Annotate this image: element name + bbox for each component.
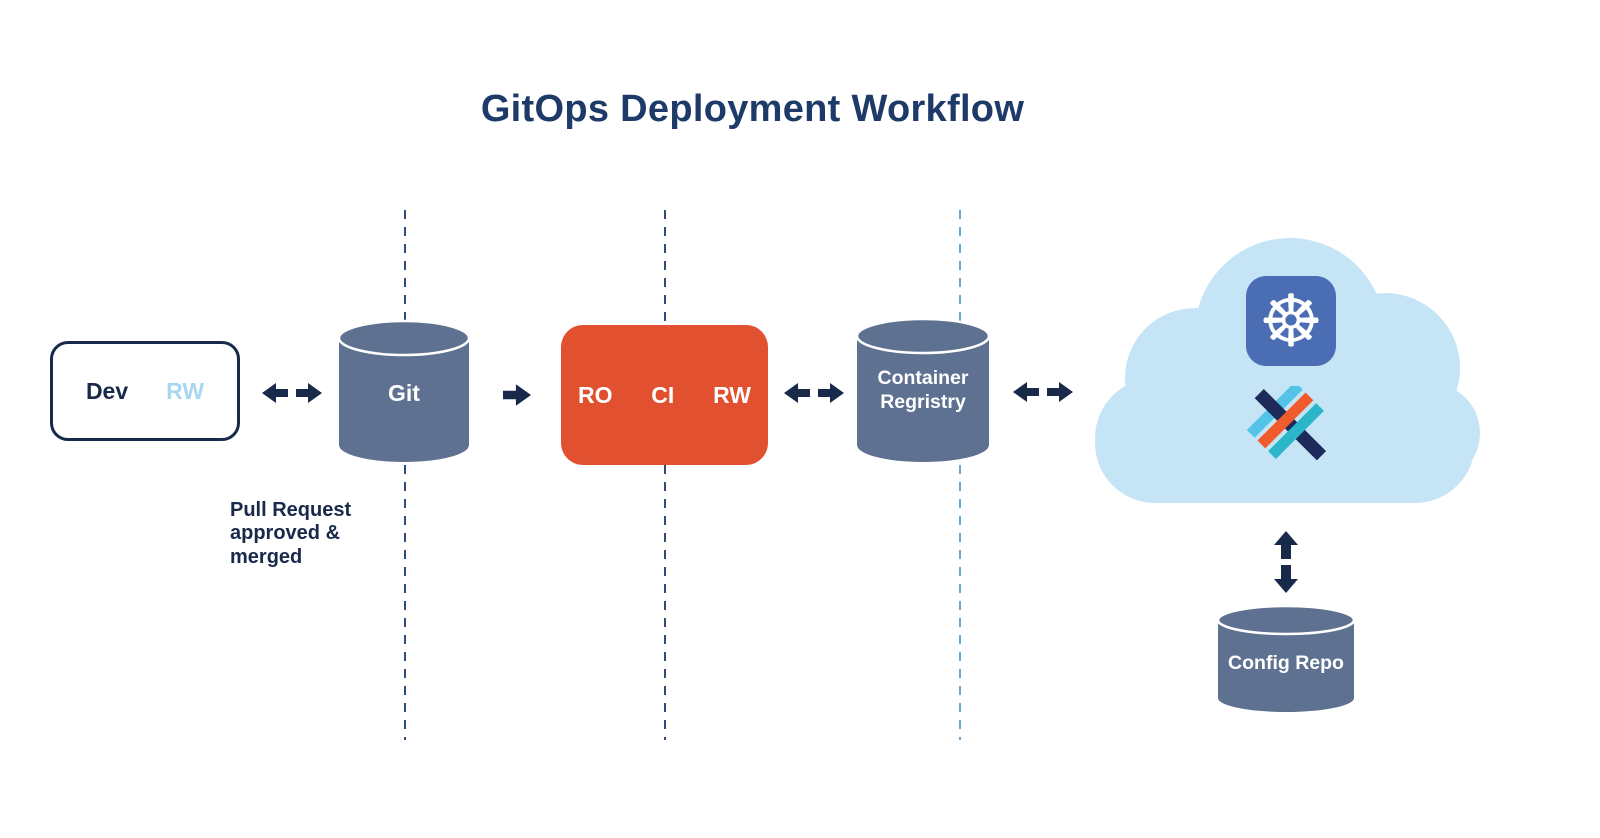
ci-node: RO CI RW xyxy=(561,325,768,465)
page-title: GitOps Deployment Workflow xyxy=(480,88,1025,130)
cluster-cloud xyxy=(1085,228,1485,513)
right-arrow-icon xyxy=(818,383,844,403)
container-registry-label: Container Regristry xyxy=(877,366,969,413)
config-repo-label: Config Repo xyxy=(1228,651,1344,674)
ci-label: CI xyxy=(651,381,675,408)
cylinder-graphic xyxy=(337,319,471,462)
dev-rw-label: RW xyxy=(166,377,205,404)
ci-rw-label: RW xyxy=(713,381,751,408)
left-arrow-icon xyxy=(262,383,288,403)
pull-request-note: Pull Request approved & merged xyxy=(230,499,352,568)
lane-divider-2 xyxy=(664,210,666,740)
down-arrow-icon xyxy=(1274,565,1298,593)
right-arrow-icon xyxy=(1047,382,1073,402)
bidir-arrow-cluster-configrepo xyxy=(1274,531,1298,593)
up-arrow-icon xyxy=(1274,531,1298,559)
lane-divider-1 xyxy=(404,210,406,740)
config-repo-node: Config Repo xyxy=(1216,604,1356,716)
left-arrow-icon xyxy=(784,383,810,403)
dev-node: Dev RW xyxy=(50,341,240,441)
flux-icon xyxy=(1244,381,1336,469)
dev-label: Dev xyxy=(85,377,129,404)
bidir-arrow-ci-registry xyxy=(784,382,844,404)
cloud-icon xyxy=(1095,238,1480,503)
cylinder-graphic xyxy=(855,317,991,462)
right-arrow-icon xyxy=(296,383,322,403)
bidir-arrow-registry-cluster xyxy=(1013,381,1073,403)
ci-ro-label: RO xyxy=(578,381,613,408)
lane-divider-3 xyxy=(959,210,961,740)
flux-stripes-graphic xyxy=(1246,381,1327,461)
right-arrow-icon xyxy=(503,384,531,406)
helm-wheel-glyph: ☸ xyxy=(1258,279,1324,363)
container-registry-node: Container Regristry xyxy=(855,316,991,464)
flow-arrow-git-ci xyxy=(503,383,531,407)
git-node: Git xyxy=(337,318,471,464)
cylinder-graphic xyxy=(1216,604,1356,712)
left-arrow-icon xyxy=(1013,382,1039,402)
kubernetes-icon: ☸ xyxy=(1246,276,1336,366)
git-label: Git xyxy=(388,379,420,406)
bidir-arrow-dev-git xyxy=(262,382,322,404)
